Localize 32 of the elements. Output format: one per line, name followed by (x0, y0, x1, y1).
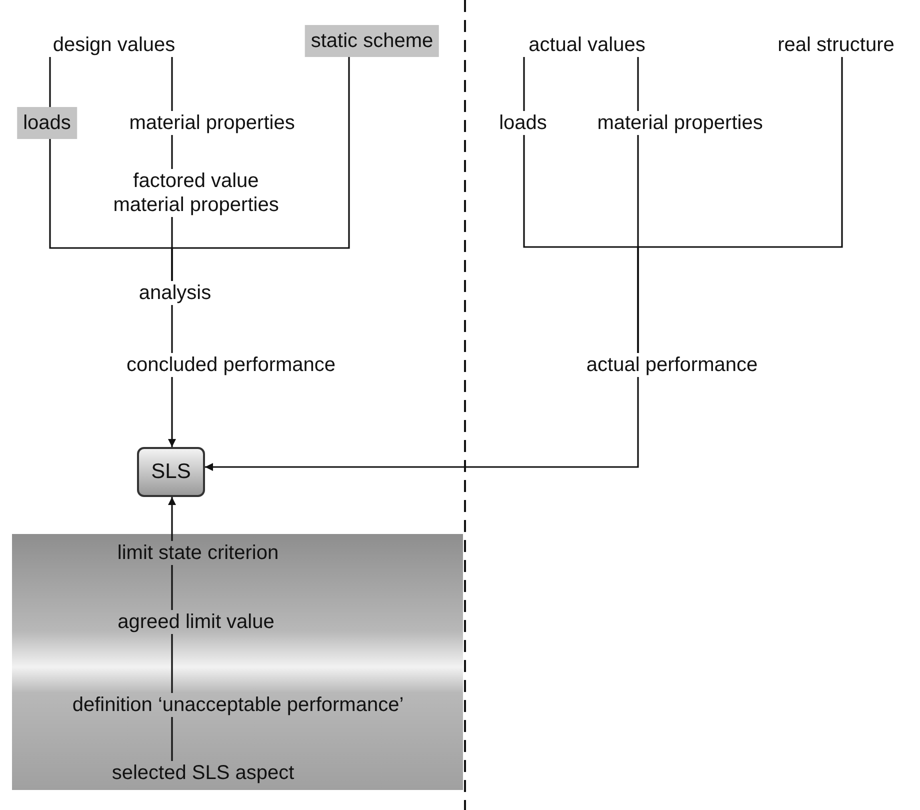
text-label: design values (52, 33, 176, 57)
text-label: material properties (597, 111, 763, 135)
connector-line (171, 305, 173, 353)
connector-line (171, 565, 173, 610)
connector-line (49, 57, 51, 107)
connector-line (171, 57, 350, 281)
text-label: concluded performance (126, 353, 336, 377)
text-label: real structure (778, 33, 894, 57)
text-label: material properties (129, 111, 295, 135)
text-label: loads (499, 111, 547, 135)
highlighted-label: loads (17, 107, 77, 139)
text-label: actual values (528, 33, 646, 57)
arrow (168, 377, 176, 447)
arrow (168, 497, 176, 541)
text-label: factored value material properties (101, 169, 291, 217)
arrow (205, 377, 639, 471)
connector-line (171, 717, 173, 761)
text-label: actual performance (586, 353, 758, 377)
connector-line (523, 57, 525, 111)
connector-line (171, 135, 173, 169)
text-label: limit state criterion (117, 541, 279, 565)
shaded-band (12, 534, 463, 790)
process-box: SLS (137, 447, 205, 497)
text-label: agreed limit value (118, 610, 274, 634)
highlighted-label: static scheme (304, 25, 440, 57)
text-label: definition ‘unacceptable performance’ (72, 693, 404, 717)
connector-line (637, 57, 639, 111)
connector-line (637, 57, 843, 353)
text-label: selected SLS aspect (112, 761, 294, 785)
connector-line (171, 634, 173, 693)
connector-line (171, 57, 173, 111)
text-label: analysis (138, 281, 212, 305)
